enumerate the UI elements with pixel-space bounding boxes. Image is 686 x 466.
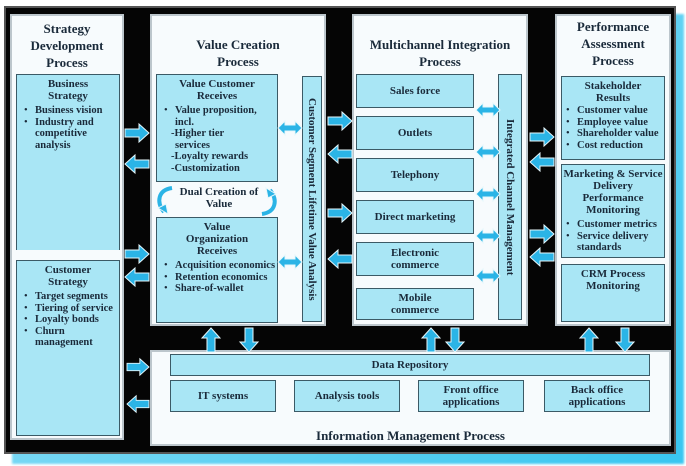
data-repository-bar: Data Repository xyxy=(170,354,650,376)
strategy-panel-title: Strategy Development Process xyxy=(30,21,104,70)
customer-strategy-list: Target segments Tiering of service Loyal… xyxy=(17,291,119,349)
information-management-panel: Data Repository IT systems Analysis tools… xyxy=(150,350,671,446)
right-arrow-icon xyxy=(124,122,150,144)
left-arrow-icon xyxy=(529,151,555,173)
channel-box: Outlets xyxy=(356,116,474,150)
double-arrow-icon xyxy=(277,253,303,271)
list-item: Shareholder value xyxy=(566,128,664,140)
right-arrow-icon xyxy=(327,202,353,224)
list-item: Tiering of service xyxy=(24,303,119,315)
channel-box: Sales force xyxy=(356,74,474,108)
business-strategy-list: Business vision Industry and competitive… xyxy=(17,105,119,151)
list-item: Value proposition, incl. xyxy=(164,105,277,128)
double-arrow-icon xyxy=(475,101,501,119)
list-item: Churn management xyxy=(24,326,119,349)
channel-box: Telephony xyxy=(356,158,474,192)
left-arrow-icon xyxy=(327,143,353,165)
list-item: Target segments xyxy=(24,291,119,303)
information-system-box: Analysis tools xyxy=(294,380,400,412)
list-item: Service delivery standards xyxy=(566,231,664,254)
double-arrow-icon xyxy=(277,119,303,137)
right-arrow-icon xyxy=(124,243,150,265)
dual-creation-left-cycle-icon xyxy=(156,186,173,216)
right-arrow-icon xyxy=(327,110,353,132)
integrated-channel-management-bar: Integrated Channel Management xyxy=(498,74,522,320)
down-arrow-icon xyxy=(614,327,636,353)
left-arrow-icon xyxy=(529,246,555,268)
left-arrow-icon xyxy=(126,394,150,414)
channel-box: Direct marketing xyxy=(356,200,474,234)
double-arrow-icon xyxy=(475,267,501,285)
right-arrow-icon xyxy=(126,357,150,377)
dual-creation-right-cycle-icon xyxy=(261,186,278,216)
right-arrow-icon xyxy=(529,223,555,245)
information-system-box: IT systems xyxy=(170,380,276,412)
up-arrow-icon xyxy=(420,327,442,353)
list-item: Industry and competitive analysis xyxy=(24,117,119,152)
right-arrow-icon xyxy=(529,126,555,148)
down-arrow-icon xyxy=(444,327,466,353)
double-arrow-icon xyxy=(475,227,501,245)
customer-segment-lifetime-value-bar: Customer Segment Lifetime Value Analysis xyxy=(302,76,322,322)
list-item: Retention economics xyxy=(164,272,277,284)
down-arrow-icon xyxy=(238,327,260,353)
up-arrow-icon xyxy=(200,327,222,353)
list-item: Business vision xyxy=(24,105,119,117)
list-item: Share-of-wallet xyxy=(164,283,277,295)
list-item: Customer metrics xyxy=(566,219,664,231)
list-item: Cost reduction xyxy=(566,140,664,152)
double-arrow-icon xyxy=(475,143,501,161)
left-arrow-icon xyxy=(124,266,150,288)
double-arrow-icon xyxy=(475,185,501,203)
list-item: Loyalty bonds xyxy=(24,314,119,326)
list-item: Acquisition economics xyxy=(164,260,277,272)
list-item: Employee value xyxy=(566,117,664,129)
up-arrow-icon xyxy=(578,327,600,353)
list-item: Customer value xyxy=(566,105,664,117)
information-management-title: Information Management Process xyxy=(316,428,505,443)
left-arrow-icon xyxy=(327,248,353,270)
left-arrow-icon xyxy=(124,153,150,175)
